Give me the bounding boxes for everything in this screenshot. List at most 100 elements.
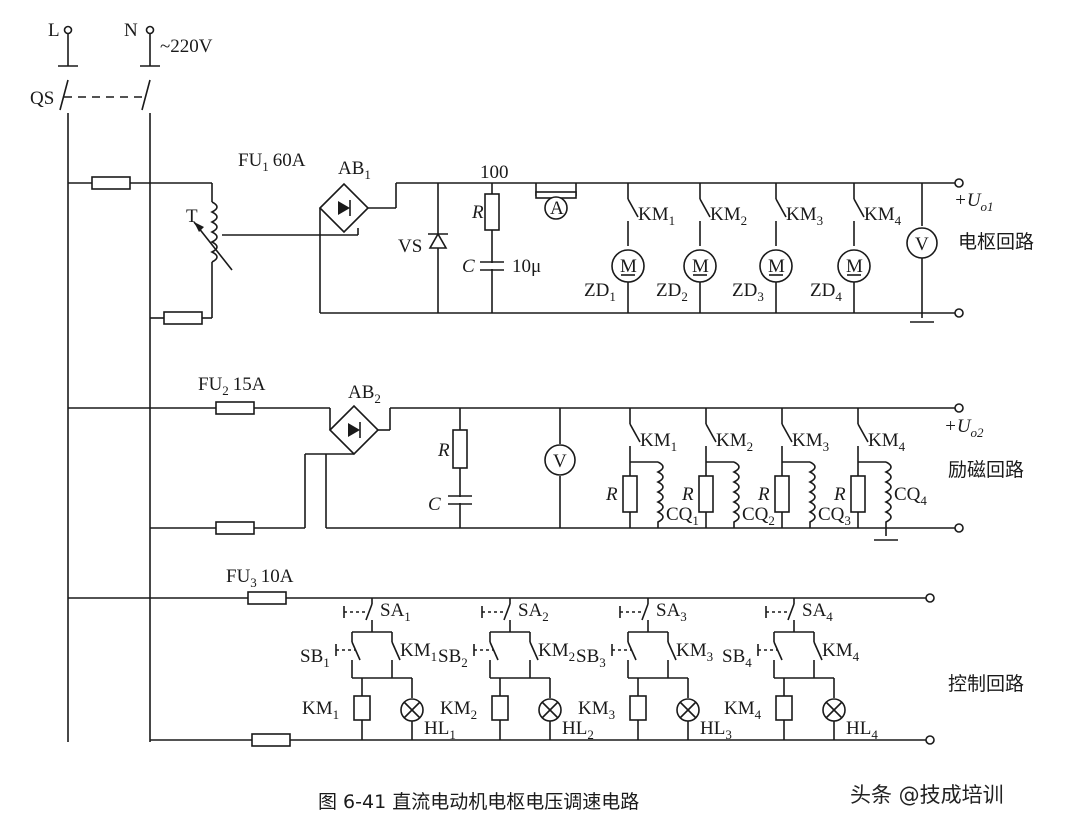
label-sb2-main: SB xyxy=(438,646,461,667)
label-armature-km2: KM2 xyxy=(710,204,747,228)
label-zd2: ZD2 xyxy=(656,280,688,304)
label-armature-km2-sub: 2 xyxy=(741,213,748,228)
fuse-fu1 xyxy=(91,176,131,190)
label-field-km3-main: KM xyxy=(792,430,823,451)
label-field-km1-main: KM xyxy=(640,430,671,451)
label-qs: QS xyxy=(30,88,54,109)
label-hl3-main: HL xyxy=(700,718,725,739)
branch-resistor xyxy=(698,475,714,513)
label-relay-km3-main: KM xyxy=(578,698,609,719)
label-cq1-sub: 1 xyxy=(692,513,699,528)
label-r-value: 100 xyxy=(480,162,509,183)
label-relay-km3: KM3 xyxy=(578,698,615,722)
fuse-return xyxy=(163,311,203,325)
label-armature-km4-main: KM xyxy=(864,204,895,225)
label-sa4-main: SA xyxy=(802,600,827,621)
label-control-km4: KM4 xyxy=(822,640,860,664)
label-field-km4-main: KM xyxy=(868,430,899,451)
resistor-field-r xyxy=(452,429,468,469)
label-zd1: ZD1 xyxy=(584,280,616,304)
label-hl2: HL2 xyxy=(562,718,594,742)
field-coil-icon xyxy=(656,461,664,528)
label-zd4: ZD4 xyxy=(810,280,842,304)
label-cq2-sub: 2 xyxy=(768,513,775,528)
watermark-text: 头条 @技成培训 xyxy=(850,783,1004,807)
field-coil-icon xyxy=(732,461,740,528)
label-control-km3-main: KM xyxy=(676,640,707,661)
label-hl2-sub: 2 xyxy=(587,727,594,742)
label-sa3-sub: 3 xyxy=(680,609,687,624)
label-cq3-sub: 3 xyxy=(844,513,851,528)
watermark: 头条 @技成培训 xyxy=(836,768,1068,818)
relay-coil-icon xyxy=(491,695,509,721)
label-sb3: SB3 xyxy=(576,646,606,670)
label-sb4: SB4 xyxy=(722,646,752,670)
label-cq2-main: CQ xyxy=(742,504,769,525)
label-hl4-main: HL xyxy=(846,718,871,739)
relay-coil-icon xyxy=(775,695,793,721)
label-sb1-sub: 1 xyxy=(323,655,330,670)
label-sa1: SA1 xyxy=(380,600,411,624)
label-zd1-sub: 1 xyxy=(609,289,616,304)
label-field-km1-sub: 1 xyxy=(671,439,678,454)
label-control-km1: KM1 xyxy=(400,640,437,664)
resistor-r xyxy=(484,193,500,231)
label-relay-km1: KM1 xyxy=(302,698,339,722)
label-cq4: CQ4 xyxy=(894,484,927,508)
branch-resistor xyxy=(774,475,790,513)
fuse-field-return xyxy=(215,521,255,535)
label-relay-km4-main: KM xyxy=(724,698,755,719)
label-control-km4-main: KM xyxy=(822,640,853,661)
label-r: R xyxy=(471,202,484,223)
label-voltmeter: V xyxy=(915,234,929,255)
label-hl4: HL4 xyxy=(846,718,878,742)
label-relay-km2-sub: 2 xyxy=(471,707,478,722)
label-armature-km4-sub: 4 xyxy=(895,213,902,228)
label-relay-km1-main: KM xyxy=(302,698,333,719)
label-sb1-main: SB xyxy=(300,646,323,667)
label-branch-r2: R xyxy=(681,484,694,505)
label-ab2: AB2 xyxy=(348,382,381,406)
fuse-control-return xyxy=(251,733,291,747)
label-field-r: R xyxy=(437,440,450,461)
label-voltage: ~220V xyxy=(160,36,213,57)
label-field-km3: KM3 xyxy=(792,430,829,454)
label-sb1: SB1 xyxy=(300,646,330,670)
figure-caption: 图 6-41 直流电动机电枢电压调速电路 xyxy=(318,791,639,813)
label-armature-km2-main: KM xyxy=(710,204,741,225)
label-armature-km3-main: KM xyxy=(786,204,817,225)
relay-coil-icon xyxy=(353,695,371,721)
mains-supply: L N ~220V xyxy=(48,20,213,67)
label-sa2-main: SA xyxy=(518,600,543,621)
label-hl2-main: HL xyxy=(562,718,587,739)
label-t: T xyxy=(186,206,198,227)
label-sa3: SA3 xyxy=(656,600,687,624)
label-armature-km3: KM3 xyxy=(786,204,823,228)
label-hl1-sub: 1 xyxy=(449,727,456,742)
label-sb3-main: SB xyxy=(576,646,599,667)
label-sa1-main: SA xyxy=(380,600,405,621)
label-armature-km1: KM1 xyxy=(638,204,675,228)
branch-resistor xyxy=(850,475,866,513)
label-sb4-sub: 4 xyxy=(745,655,752,670)
fuse-fu2 xyxy=(215,401,255,415)
label-zd2-sub: 2 xyxy=(681,289,688,304)
label-armature-circuit: 电枢回路 xyxy=(958,231,1034,253)
label-hl4-sub: 4 xyxy=(871,727,878,742)
label-relay-km2-main: KM xyxy=(440,698,471,719)
label-sb4-main: SB xyxy=(722,646,745,667)
label-zd3-main: ZD xyxy=(732,280,757,301)
label-field-voltmeter: V xyxy=(553,451,567,472)
label-sb2-sub: 2 xyxy=(461,655,468,670)
label-field-km4-sub: 4 xyxy=(899,439,906,454)
label-sa4: SA4 xyxy=(802,600,833,624)
label-field-km2: KM2 xyxy=(716,430,753,454)
label-cq2: CQ2 xyxy=(742,504,775,528)
field-coil-icon xyxy=(808,461,816,528)
